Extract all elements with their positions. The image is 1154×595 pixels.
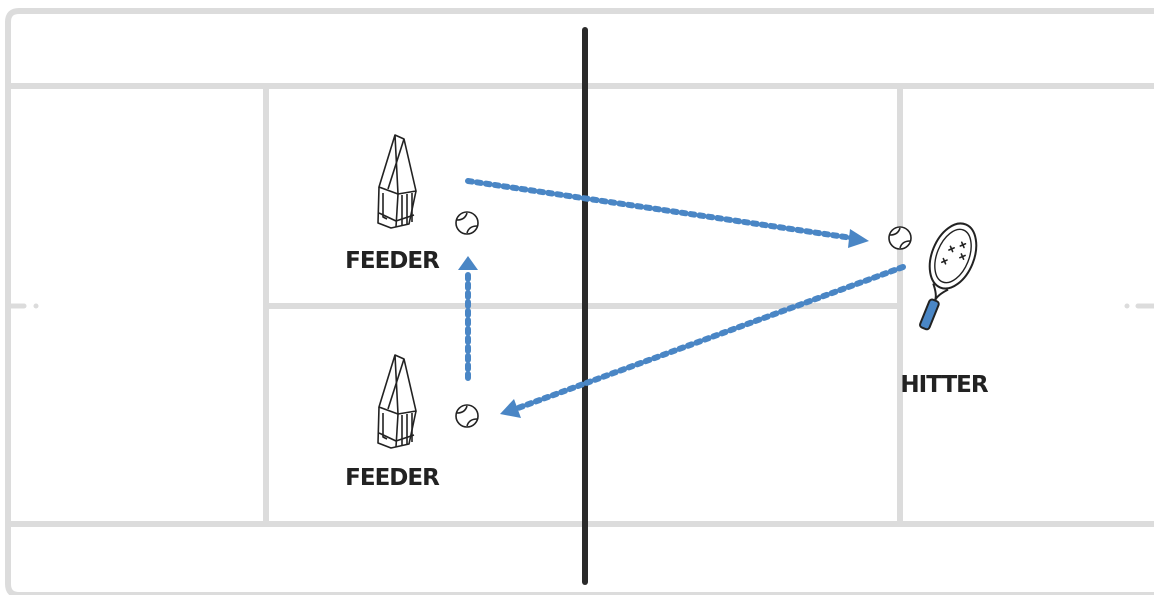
- shot-path-feed: [465, 178, 869, 248]
- ball-basket-icon: [377, 354, 417, 449]
- arrowhead-icon: [458, 256, 478, 270]
- feeder-bottom-label: FEEDER: [345, 465, 440, 491]
- ball-rotation-path: [458, 256, 478, 381]
- court-outline: [5, 8, 1154, 595]
- tennis-ball-icon: [455, 404, 479, 428]
- hitter-label: HITTER: [900, 372, 988, 398]
- arrowhead-icon: [848, 229, 869, 248]
- center-mark-right-dot: [1124, 303, 1130, 309]
- center-mark-left-dot: [33, 303, 39, 309]
- shot-path-return: [500, 264, 906, 418]
- tennis-ball-icon: [455, 211, 479, 235]
- feeder-top-label: FEEDER: [345, 248, 440, 274]
- tennis-ball-icon: [888, 226, 912, 250]
- arrowhead-icon: [500, 399, 521, 418]
- ball-basket-icon: [377, 134, 417, 229]
- tennis-racket-icon: [919, 222, 978, 331]
